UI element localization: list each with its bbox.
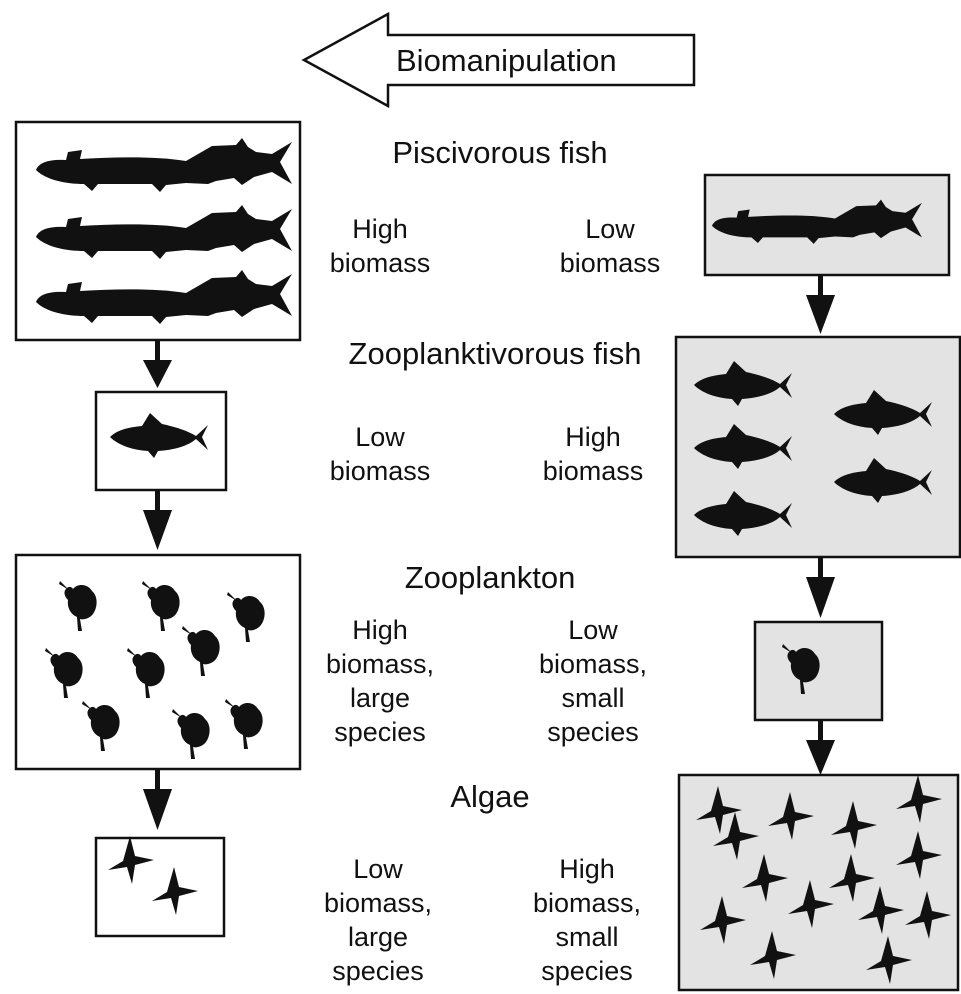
biomanipulation-label: Biomanipulation — [396, 44, 646, 78]
left-arrow-2 — [143, 490, 172, 550]
level-title-algae: Algae — [420, 780, 560, 814]
level-title-piscivorous: Piscivorous fish — [330, 136, 670, 170]
left-algae-box — [96, 838, 224, 936]
left-arrow-1 — [143, 340, 172, 388]
left-arrow-3 — [143, 769, 172, 830]
right-arrow-2 — [806, 557, 835, 618]
right-arrow-1 — [806, 275, 835, 334]
level-title-zooplankton: Zooplankton — [370, 561, 610, 595]
level-title-zooplanktivorous: Zooplanktivorous fish — [310, 337, 680, 371]
right-arrow-3 — [806, 720, 835, 775]
